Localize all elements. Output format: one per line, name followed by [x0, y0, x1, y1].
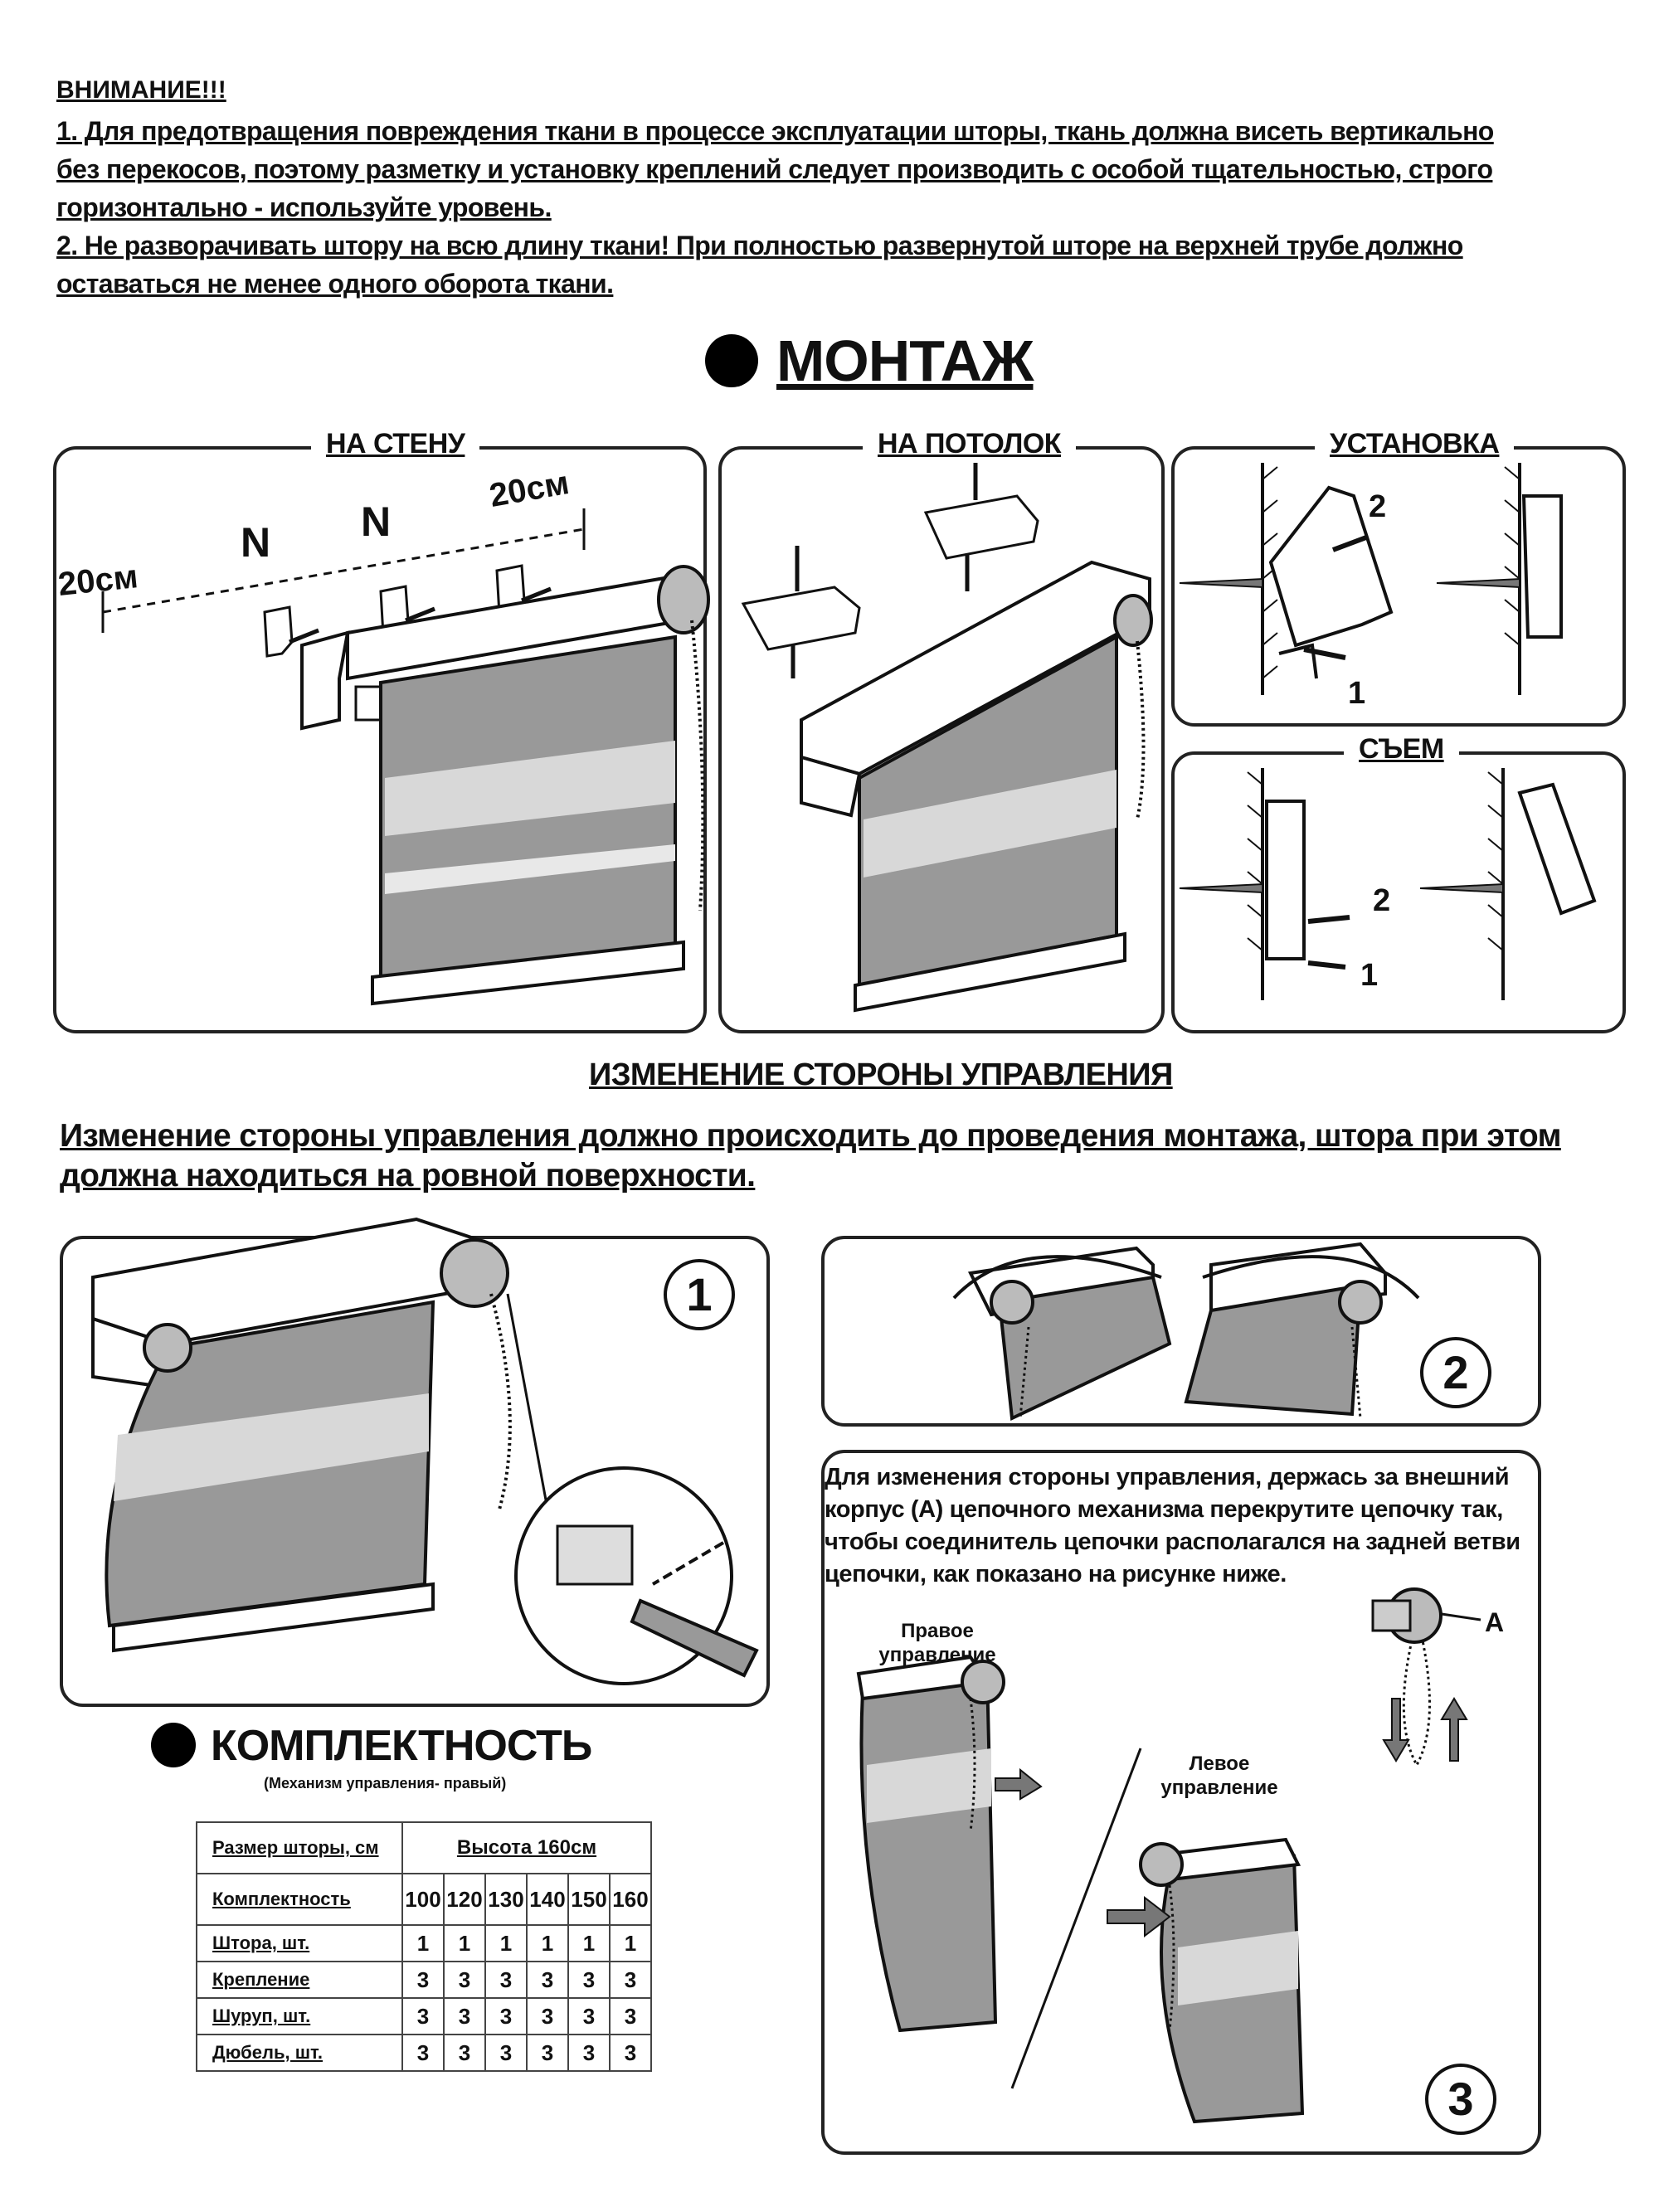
cell: 3	[609, 2034, 652, 2072]
kit-subtitle: (Механизм управления- правый)	[264, 1775, 507, 1791]
instruction-line-2: корпус (А) цепочного механизма перекрути…	[825, 1496, 1503, 1523]
table-row: Дюбель, шт. 3 3 3 3 3 3	[196, 2034, 652, 2072]
left-control-label: Левое управление	[1160, 1753, 1278, 1799]
step-3-number: 3	[1425, 2064, 1496, 2135]
cell: 3	[443, 1997, 486, 2035]
kit-label: Комплектность	[196, 1873, 403, 1926]
instruction-line-3: чтобы соединитель цепочки располагался н…	[825, 1529, 1520, 1555]
step-2-number: 2	[1420, 1337, 1491, 1408]
width-130: 130	[484, 1873, 528, 1926]
cell: 3	[443, 2034, 486, 2072]
width-160: 160	[609, 1873, 652, 1926]
cell: 1	[401, 1924, 445, 1962]
label-a: A	[1485, 1607, 1505, 1637]
row-label: Крепление	[196, 1961, 403, 1999]
table-row: Размер шторы, см Высота 160см	[196, 1821, 652, 1874]
cell: 1	[443, 1924, 486, 1962]
cell: 3	[609, 1997, 652, 2035]
spacing-n-2: N	[361, 498, 392, 545]
instruction-line-1: Для изменения стороны управления, держас…	[825, 1464, 1510, 1490]
control-change-title: ИЗМЕНЕНИЕ СТОРОНЫ УПРАВЛЕНИЯ	[589, 1057, 1173, 1092]
step-2-panel	[821, 1236, 1541, 1427]
cell: 1	[609, 1924, 652, 1962]
cell: 3	[484, 1997, 528, 2035]
install-label: УСТАНОВКА	[1315, 428, 1515, 460]
width-150: 150	[567, 1873, 611, 1926]
cell: 3	[609, 1961, 652, 1999]
cell: 3	[484, 2034, 528, 2072]
warning-line-5: оставаться не менее одного оборота ткани…	[56, 269, 614, 299]
instruction-line-4: цепочки, как показано на рисунке ниже.	[825, 1561, 1287, 1587]
table-row: Крепление 3 3 3 3 3 3	[196, 1961, 652, 1999]
control-note-line-1: Изменение стороны управления должно прои…	[60, 1118, 1561, 1154]
row-label: Шуруп, шт.	[196, 1997, 403, 2035]
right-control-label: Правое управление	[878, 1620, 996, 1666]
wall-mount-illustration	[101, 508, 710, 1006]
remove-step-2: 2	[1373, 883, 1391, 918]
width-120: 120	[443, 1873, 486, 1926]
cell: 3	[443, 1961, 486, 1999]
bullet-icon	[705, 333, 758, 387]
remove-illustration	[1179, 768, 1597, 1000]
cell: 3	[567, 2034, 611, 2072]
spacing-n-1: N	[241, 519, 271, 566]
cell: 3	[567, 1997, 611, 2035]
kit-table: Размер шторы, см Высота 160см Комплектно…	[196, 1821, 652, 2072]
install-step-1: 1	[1348, 676, 1366, 711]
table-row: Штора, шт. 1 1 1 1 1 1	[196, 1924, 652, 1962]
cell: 3	[567, 1961, 611, 1999]
cell: 3	[526, 2034, 569, 2072]
remove-step-1: 1	[1360, 958, 1379, 993]
height-label: Высота 160см	[401, 1821, 652, 1874]
step-3-illustration	[856, 1587, 1481, 2124]
table-row: Шуруп, шт. 3 3 3 3 3 3	[196, 1997, 652, 2035]
cell: 3	[484, 1961, 528, 1999]
cell: 3	[401, 1997, 445, 2035]
wall-mount-label: НА СТЕНУ	[311, 428, 480, 460]
cell: 3	[401, 2034, 445, 2072]
remove-label: СЪЕМ	[1344, 733, 1459, 766]
cell: 1	[484, 1924, 528, 1962]
cell: 3	[526, 1961, 569, 1999]
mounting-title: МОНТАЖ	[776, 328, 1034, 393]
install-step-2: 2	[1369, 489, 1387, 524]
bullet-icon	[151, 1723, 196, 1768]
step-1-illustration	[91, 1217, 759, 1685]
row-label: Дюбель, шт.	[196, 2034, 403, 2072]
size-label: Размер шторы, см	[196, 1821, 403, 1874]
cell: 3	[401, 1961, 445, 1999]
cell: 3	[526, 1997, 569, 2035]
table-row: Комплектность 100 120 130 140 150 160	[196, 1873, 652, 1926]
step-1-number: 1	[664, 1259, 735, 1330]
width-100: 100	[401, 1873, 445, 1926]
ceiling-mount-label: НА ПОТОЛОК	[863, 428, 1077, 460]
kit-title: КОМПЛЕКТНОСТЬ	[211, 1722, 592, 1770]
install-illustration	[1179, 463, 1563, 695]
cell: 1	[526, 1924, 569, 1962]
ceiling-mount-illustration	[741, 463, 1153, 1013]
kit-heading: КОМПЛЕКТНОСТЬ	[151, 1721, 592, 1771]
step-2-illustration	[952, 1242, 1420, 1422]
control-note-line-2: должна находиться на ровной поверхности.	[60, 1158, 756, 1194]
cell: 1	[567, 1924, 611, 1962]
warning-title: ВНИМАНИЕ!!!	[56, 76, 226, 104]
warning-line-3: горизонтально - используйте уровень.	[56, 192, 552, 222]
warning-line-1: 1. Для предотвращения повреждения ткани …	[56, 116, 1494, 146]
mounting-heading: МОНТАЖ	[705, 328, 1034, 394]
warning-line-4: 2. Не разворачивать штору на всю длину т…	[56, 231, 1463, 260]
width-140: 140	[526, 1873, 569, 1926]
row-label: Штора, шт.	[196, 1924, 403, 1962]
warning-line-2: без перекосов, поэтому разметку и устано…	[56, 154, 1493, 184]
